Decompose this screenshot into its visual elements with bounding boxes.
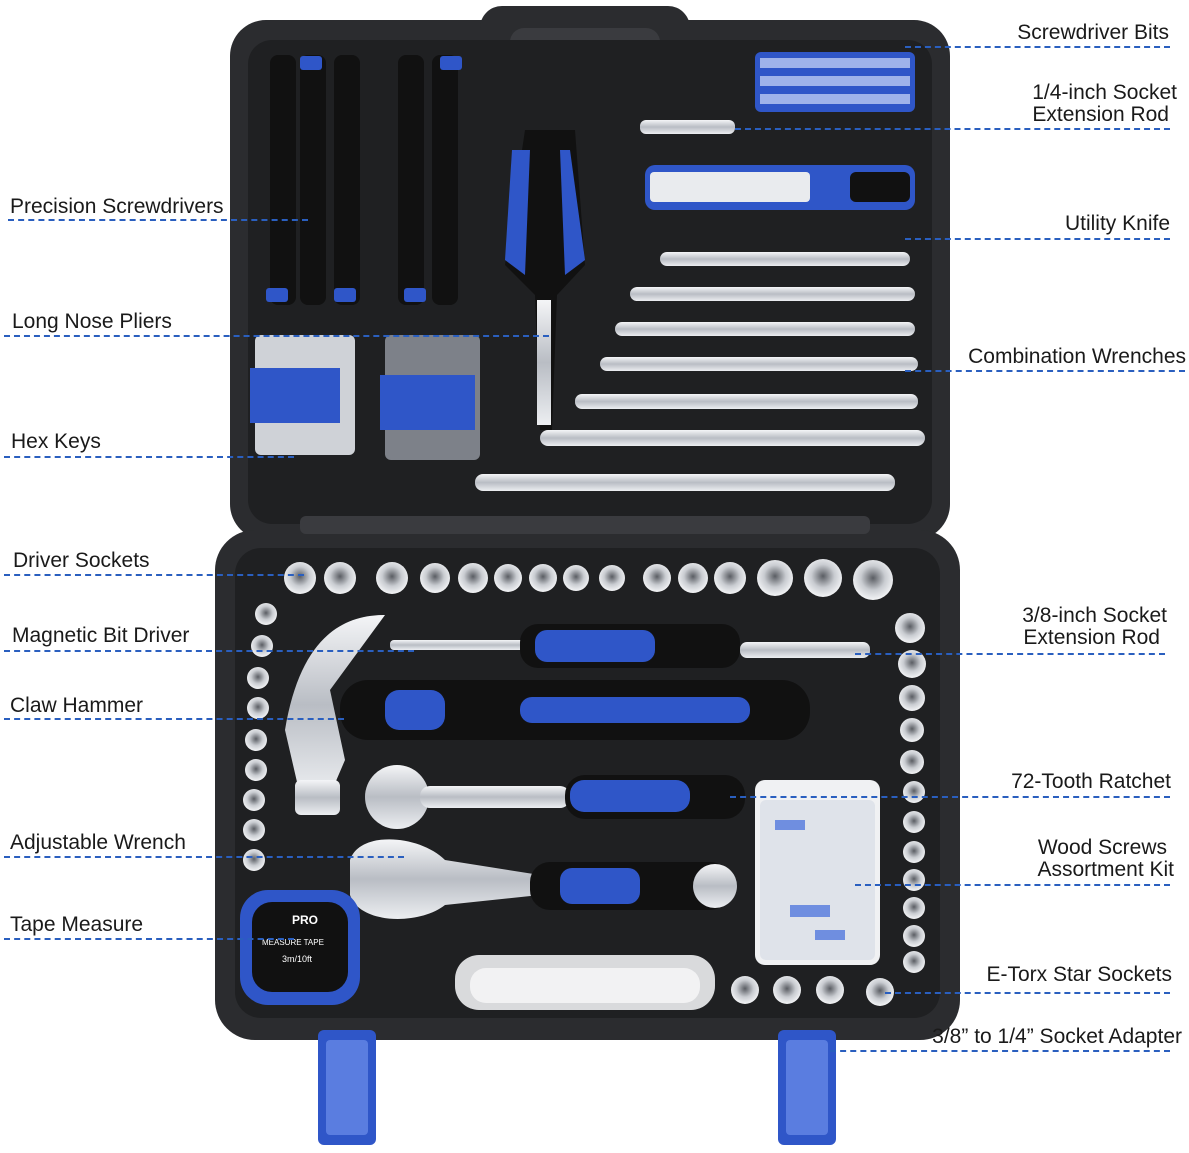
combination-wrenches	[475, 252, 925, 491]
leader-socket-adapter	[830, 1050, 1170, 1052]
label-magnetic-bit-driver: Magnetic Bit Driver	[12, 624, 190, 647]
label-utility-knife: Utility Knife	[1064, 212, 1170, 235]
label-tape-measure: Tape Measure	[10, 913, 144, 936]
label-driver-sockets: Driver Sockets	[13, 549, 150, 572]
wood-screws-kit	[755, 780, 880, 965]
three-eighths-extension	[740, 642, 870, 658]
label-socket-adapter: 3/8” to 1/4” Socket Adapter	[932, 1025, 1182, 1048]
label-etorx-sockets: E-Torx Star Sockets	[986, 963, 1172, 986]
tape-length: 3m/10ft	[282, 954, 313, 964]
label-adjustable-wrench: Adjustable Wrench	[10, 831, 186, 854]
latch-right	[778, 1030, 836, 1145]
leader-precision-screwdrivers	[8, 219, 308, 221]
utility-knife	[645, 165, 915, 210]
claw-hammer	[285, 615, 810, 815]
ratchet	[365, 765, 745, 829]
magnetic-bit-driver	[390, 624, 740, 668]
latch-left	[318, 1030, 376, 1145]
leader-quarter-extension	[735, 128, 1170, 130]
leader-ratchet	[730, 796, 1170, 798]
label-hex-keys: Hex Keys	[11, 430, 101, 453]
leader-tape-measure	[4, 938, 294, 940]
label-quarter-extension-2: Extension Rod	[1032, 103, 1169, 126]
long-nose-pliers	[505, 130, 585, 430]
leader-hex-keys	[4, 456, 294, 458]
leader-claw-hammer	[4, 718, 344, 720]
label-wood-screws-2: Assortment Kit	[1037, 858, 1174, 881]
leader-combination-wrenches	[905, 370, 1185, 372]
leader-magnetic-bit-driver	[4, 650, 414, 652]
label-quarter-extension-1: 1/4-inch Socket	[1032, 81, 1177, 104]
label-wood-screws-1: Wood Screws	[1037, 836, 1167, 859]
label-three-eighths-extension-2: Extension Rod	[1023, 626, 1160, 649]
leader-screwdriver-bits	[905, 46, 1170, 48]
quarter-inch-extension	[640, 120, 735, 134]
precision-screwdrivers	[266, 55, 462, 305]
label-three-eighths-extension-1: 3/8-inch Socket	[1022, 604, 1167, 627]
leader-etorx	[885, 992, 1170, 994]
leader-wood-screws	[855, 884, 1170, 886]
tape-measure	[240, 890, 360, 1005]
hex-keys	[250, 335, 480, 460]
label-screwdriver-bits: Screwdriver Bits	[1017, 21, 1169, 44]
leader-driver-sockets	[4, 574, 304, 576]
leader-long-nose-pliers	[4, 335, 549, 337]
socket-column-left	[243, 603, 277, 871]
driver-sockets	[284, 559, 893, 600]
label-ratchet: 72-Tooth Ratchet	[1011, 770, 1171, 793]
label-long-nose-pliers: Long Nose Pliers	[12, 310, 172, 333]
leader-adjustable-wrench	[4, 856, 404, 858]
screwdriver-bits	[755, 52, 915, 112]
label-precision-screwdrivers: Precision Screwdrivers	[10, 195, 224, 218]
etorx-sockets	[731, 976, 894, 1006]
adjustable-wrench	[350, 839, 737, 919]
case-hinges	[300, 516, 870, 534]
leader-utility-knife	[905, 238, 1170, 240]
tape-label: MEASURE TAPE	[262, 938, 324, 947]
label-claw-hammer: Claw Hammer	[10, 694, 144, 717]
label-combination-wrenches: Combination Wrenches	[968, 345, 1186, 368]
tape-brand: PRO	[292, 913, 318, 927]
leader-three-eighths-extension	[855, 653, 1165, 655]
